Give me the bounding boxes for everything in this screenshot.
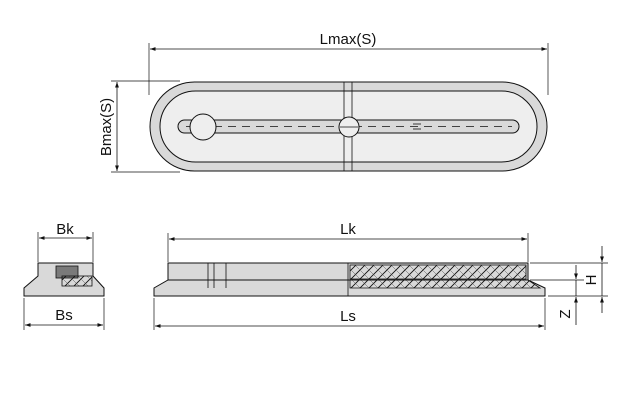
bs-label: Bs — [55, 307, 73, 324]
bk-label: Bk — [56, 221, 74, 238]
side-view: Bk Bs — [23, 221, 105, 330]
z-label: Z — [557, 309, 574, 318]
ls-label: Ls — [340, 308, 356, 325]
top-view: Lmax(S) Bmax(S) — [98, 31, 549, 173]
lmax-label: Lmax(S) — [320, 31, 377, 48]
bmax-label: Bmax(S) — [98, 98, 115, 156]
front-section-hatch — [349, 264, 527, 280]
top-port-hole — [189, 113, 217, 141]
h-label: H — [583, 275, 600, 286]
front-view: Lk Ls H Z — [153, 221, 608, 330]
lk-label: Lk — [340, 221, 356, 238]
front-section-hatch-lip — [349, 279, 542, 289]
side-hatch — [61, 275, 93, 287]
